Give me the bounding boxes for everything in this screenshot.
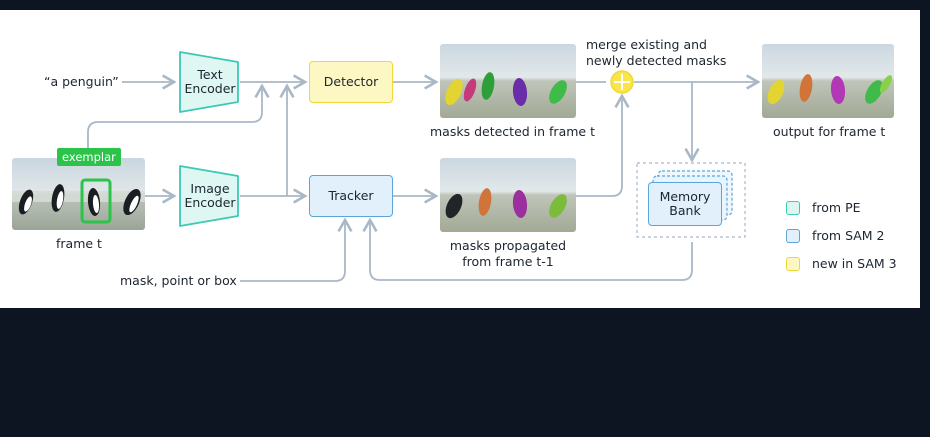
legend-label-sam3: new in SAM 3 bbox=[812, 256, 897, 271]
output-caption: output for frame t bbox=[773, 124, 886, 139]
tracker-box: Tracker bbox=[309, 175, 393, 217]
prompt-label: mask, point or box bbox=[120, 273, 237, 288]
output-image bbox=[762, 44, 894, 118]
arrow-propagated-to-merge bbox=[576, 93, 630, 197]
detected-masks-image bbox=[440, 44, 576, 118]
arrow-memory-to-tracker bbox=[362, 217, 693, 281]
input-frame-image bbox=[12, 158, 145, 230]
legend-swatch-pe bbox=[786, 201, 800, 215]
exemplar-badge: exemplar bbox=[57, 148, 121, 166]
text-encoder-shape bbox=[179, 51, 239, 113]
detector-box: Detector bbox=[309, 61, 393, 103]
image-encoder-shape bbox=[179, 165, 239, 227]
memory-bank-box: Memory Bank bbox=[648, 182, 722, 226]
memory-bank-container bbox=[636, 162, 746, 238]
text-encoder: Text Encoder bbox=[184, 67, 236, 96]
legend-label-pe: from PE bbox=[812, 200, 861, 215]
frame-label: frame t bbox=[56, 236, 102, 251]
image-encoder: Image Encoder bbox=[184, 181, 236, 210]
diagram-canvas: “a penguin” Text Encoder Image Encoder D… bbox=[0, 10, 920, 308]
arrow-prompt-to-tracker bbox=[240, 217, 353, 282]
arrow-exemplar-to-detector bbox=[87, 83, 270, 150]
detected-caption: masks detected in frame t bbox=[430, 124, 595, 139]
merge-caption: merge existing and newly detected masks bbox=[586, 37, 727, 68]
legend-swatch-sam2 bbox=[786, 229, 800, 243]
text-prompt: “a penguin” bbox=[44, 74, 119, 89]
legend-label-sam2: from SAM 2 bbox=[812, 228, 885, 243]
legend-swatch-sam3 bbox=[786, 257, 800, 271]
exemplar-box bbox=[80, 178, 112, 224]
propagated-caption: masks propagated from frame t-1 bbox=[449, 238, 567, 269]
propagated-masks-image bbox=[440, 158, 576, 232]
